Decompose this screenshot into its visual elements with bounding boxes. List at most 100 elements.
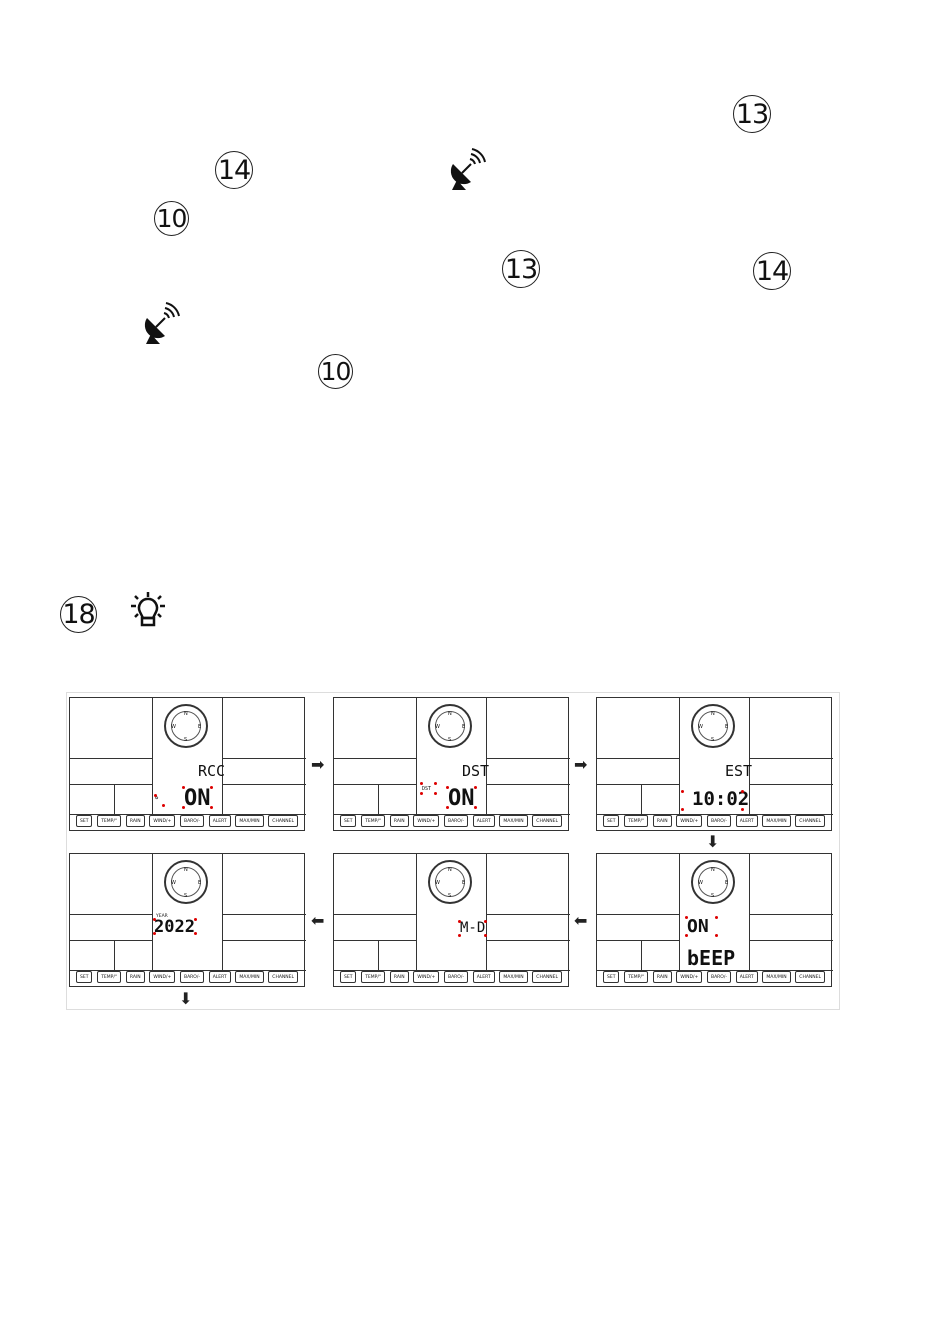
lcd-button[interactable]: ALERT — [472, 815, 495, 827]
screen-top-text: RCC — [198, 762, 226, 780]
compass-s: S — [711, 737, 715, 743]
compass-w: W — [171, 880, 176, 886]
blink-indicator — [434, 782, 437, 785]
divider — [222, 758, 306, 760]
divider — [597, 814, 833, 816]
lcd-button[interactable]: TEMP/° — [361, 815, 386, 827]
lcd-button[interactable]: BARO/- — [179, 971, 204, 983]
blink-indicator — [446, 786, 449, 789]
blink-indicator — [194, 932, 197, 935]
divider — [679, 698, 681, 816]
lcd-button[interactable]: TEMP/° — [361, 971, 386, 983]
lcd-button[interactable]: WIND/+ — [413, 971, 440, 983]
divider — [70, 940, 152, 942]
screen-flag: DST — [422, 786, 432, 792]
blink-indicator — [194, 918, 197, 921]
blink-indicator — [681, 808, 684, 811]
lcd-button[interactable]: RAIN — [125, 815, 145, 827]
divider — [416, 854, 418, 972]
lcd-button[interactable]: MAX/MIN — [235, 815, 264, 827]
divider — [486, 784, 570, 786]
compass-w: W — [698, 724, 703, 730]
marker-10-mid: 10 — [318, 354, 353, 389]
blink-indicator — [420, 782, 423, 785]
divider — [679, 854, 681, 972]
divider — [70, 758, 152, 760]
compass-n: N — [184, 867, 188, 873]
compass-e: E — [725, 724, 729, 730]
lcd-button[interactable]: BARO/- — [179, 815, 204, 827]
lcd-button[interactable]: BARO/- — [706, 815, 731, 827]
lcd-button[interactable]: WIND/+ — [149, 815, 176, 827]
lcd-button[interactable]: CHANNEL — [532, 971, 562, 983]
lcd-button[interactable]: CHANNEL — [268, 815, 298, 827]
lcd-button[interactable]: BARO/- — [443, 815, 468, 827]
lcd-button[interactable]: MAX/MIN — [499, 815, 528, 827]
blink-indicator — [458, 934, 461, 937]
marker-14-mid: 14 — [753, 252, 791, 290]
lcd-button[interactable]: CHANNEL — [268, 971, 298, 983]
divider — [334, 940, 416, 942]
divider — [749, 784, 833, 786]
lcd-button[interactable]: ALERT — [735, 815, 758, 827]
lcd-button[interactable]: BARO/- — [706, 971, 731, 983]
blink-indicator — [420, 792, 423, 795]
lcd-button[interactable]: TEMP/° — [97, 971, 122, 983]
lcd-button[interactable]: SET — [340, 815, 357, 827]
marker-13-top: 13 — [733, 95, 771, 133]
divider — [334, 758, 416, 760]
lcd-button[interactable]: ALERT — [735, 971, 758, 983]
lcd-button[interactable]: TEMP/° — [97, 815, 122, 827]
lcd-button[interactable]: WIND/+ — [149, 971, 176, 983]
compass-e: E — [198, 724, 202, 730]
lcd-button[interactable]: MAX/MIN — [762, 971, 791, 983]
arrow-left-icon: ⬅ — [311, 911, 325, 930]
divider — [486, 940, 570, 942]
lcd-button[interactable]: RAIN — [652, 971, 672, 983]
compass-e: E — [725, 880, 729, 886]
divider — [114, 784, 116, 814]
compass-e: E — [462, 880, 466, 886]
compass-dial: N S W E — [691, 704, 735, 748]
lcd-button[interactable]: TEMP/° — [624, 815, 649, 827]
lcd-button[interactable]: SET — [603, 815, 620, 827]
lcd-button[interactable]: ALERT — [472, 971, 495, 983]
lcd-button[interactable]: SET — [340, 971, 357, 983]
divider — [597, 914, 679, 916]
lcd-button[interactable]: ALERT — [208, 971, 231, 983]
lcd-button[interactable]: SET — [76, 971, 93, 983]
screen-flag: ° — [154, 796, 160, 806]
screen-top-text: EST — [725, 762, 753, 780]
marker-18: 18 — [60, 596, 97, 633]
lcd-button[interactable]: WIND/+ — [676, 971, 703, 983]
lcd-button[interactable]: RAIN — [652, 815, 672, 827]
lcd-button[interactable]: CHANNEL — [532, 815, 562, 827]
lcd-button[interactable]: WIND/+ — [413, 815, 440, 827]
lcd-button[interactable]: WIND/+ — [676, 815, 703, 827]
blink-indicator — [474, 786, 477, 789]
blink-indicator — [162, 804, 165, 807]
lcd-button[interactable]: ALERT — [208, 815, 231, 827]
lcd-button[interactable]: MAX/MIN — [499, 971, 528, 983]
lcd-button[interactable]: SET — [76, 815, 93, 827]
lcd-button[interactable]: TEMP/° — [624, 971, 649, 983]
lcd-button[interactable]: RAIN — [389, 971, 409, 983]
blink-indicator — [446, 806, 449, 809]
lcd-button[interactable]: MAX/MIN — [235, 971, 264, 983]
compass-dial: N S W E — [428, 860, 472, 904]
divider — [749, 914, 833, 916]
lcd-button[interactable]: RAIN — [389, 815, 409, 827]
divider — [334, 914, 416, 916]
divider — [334, 784, 416, 786]
lcd-button[interactable]: BARO/- — [443, 971, 468, 983]
lcd-button[interactable]: RAIN — [125, 971, 145, 983]
lcd-button[interactable]: MAX/MIN — [762, 815, 791, 827]
lcd-button[interactable]: CHANNEL — [795, 815, 825, 827]
lcd-button[interactable]: CHANNEL — [795, 971, 825, 983]
compass-n: N — [448, 867, 452, 873]
compass-w: W — [171, 724, 176, 730]
lcd-button[interactable]: SET — [603, 971, 620, 983]
